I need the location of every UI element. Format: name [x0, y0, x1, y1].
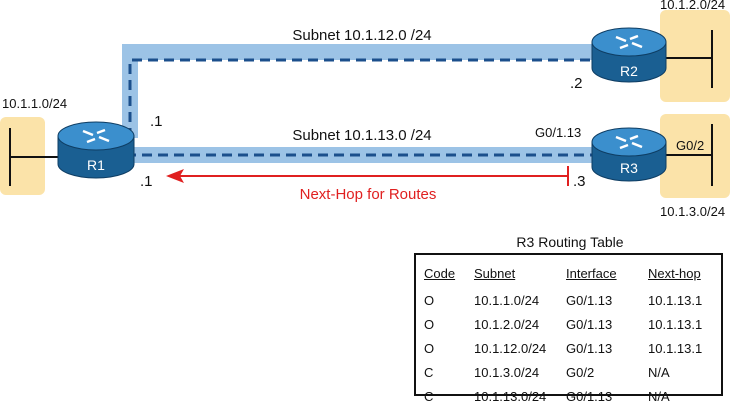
r1-bottom-interface-label: .1 [140, 173, 153, 190]
header-code: Code [424, 265, 456, 281]
table-row: C 10.1.13.0/24 G0/1.13 N/A [424, 384, 718, 408]
cell-next-hop: 10.1.13.1 [648, 292, 703, 308]
r3-interface-label: .3 [573, 173, 586, 190]
cell-subnet: 10.1.3.0/24 [474, 364, 540, 380]
r2-lan-label: 10.1.2.0/24 [660, 0, 725, 12]
routing-table-title: R3 Routing Table [516, 234, 624, 250]
subnet-top-label: Subnet 10.1.12.0 /24 [292, 27, 431, 44]
r3-subinterface-label: G0/1.13 [535, 125, 581, 140]
r3-lan-label: 10.1.3.0/24 [660, 204, 725, 219]
table-row: O 10.1.12.0/24 G0/1.13 10.1.13.1 [424, 336, 718, 360]
next-hop-label: Next-Hop for Routes [300, 186, 437, 203]
r2-interface-label: .2 [570, 75, 583, 92]
r3-label: R3 [620, 160, 638, 176]
r2-lan-box [660, 10, 730, 102]
cell-interface: G0/1.13 [566, 340, 613, 356]
header-next-hop: Next-hop [648, 265, 701, 281]
subnet-middle-label: Subnet 10.1.13.0 /24 [292, 127, 431, 144]
routing-table: Code Subnet Interface Next-hop O 10.1.1.… [424, 264, 718, 408]
r1-top-interface-label: .1 [150, 113, 163, 130]
r1-r2-link [128, 58, 600, 138]
cell-code: O [424, 316, 435, 332]
header-interface: Interface [566, 265, 617, 281]
cell-subnet: 10.1.13.0/24 [474, 388, 547, 404]
header-subnet: Subnet [474, 265, 516, 281]
cell-code: O [424, 292, 435, 308]
r1-label: R1 [87, 157, 105, 173]
cell-interface: G0/1.13 [566, 292, 613, 308]
cell-subnet: 10.1.1.0/24 [474, 292, 540, 308]
routing-table-box: Code Subnet Interface Next-hop O 10.1.1.… [414, 253, 723, 404]
cell-interface: G0/1.13 [566, 388, 613, 404]
router-r1 [57, 121, 135, 179]
cell-next-hop: 10.1.13.1 [648, 340, 703, 356]
cell-code: O [424, 340, 435, 356]
cell-interface: G0/1.13 [566, 316, 613, 332]
router-arrows-icon [82, 128, 110, 144]
cell-interface: G0/2 [566, 364, 595, 380]
r3-lan-interface-label: G0/2 [676, 138, 704, 153]
r2-lan-segment [665, 30, 713, 88]
table-row: C 10.1.3.0/24 G0/2 N/A [424, 360, 718, 384]
router-r3 [591, 127, 667, 182]
cell-subnet: 10.1.2.0/24 [474, 316, 540, 332]
cell-next-hop: N/A [648, 388, 670, 404]
r1-lan-label: 10.1.1.0/24 [2, 96, 67, 111]
cell-code: C [424, 388, 434, 404]
cell-subnet: 10.1.12.0/24 [474, 340, 547, 356]
next-hop-arrow [166, 166, 569, 186]
r1-r2-link-highlight [122, 44, 610, 138]
router-r2 [591, 27, 667, 83]
cell-code: C [424, 364, 434, 380]
router-arrows-icon [615, 134, 643, 150]
table-row: O 10.1.2.0/24 G0/1.13 10.1.13.1 [424, 312, 718, 336]
cell-next-hop: N/A [648, 364, 670, 380]
router-arrows-icon [615, 34, 643, 50]
r1-lan-segment [9, 128, 62, 186]
r2-label: R2 [620, 63, 638, 79]
table-row: O 10.1.1.0/24 G0/1.13 10.1.13.1 [424, 288, 718, 312]
routing-table-header-row: Code Subnet Interface Next-hop [424, 264, 718, 288]
cell-next-hop: 10.1.13.1 [648, 316, 703, 332]
r3-lan-segment [665, 124, 713, 186]
